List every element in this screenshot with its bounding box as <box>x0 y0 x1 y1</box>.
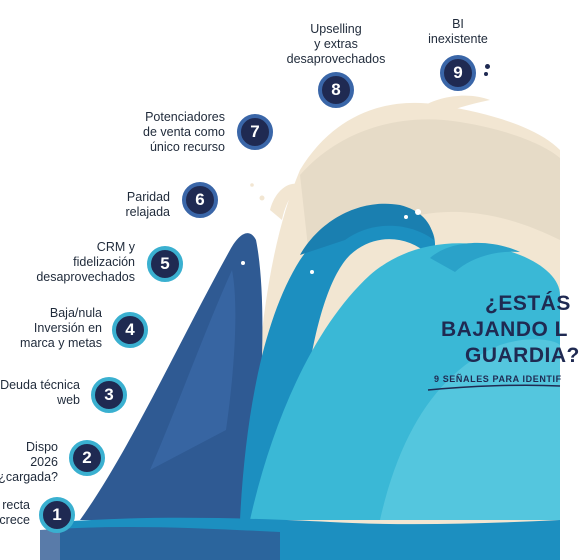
signal-2-number: 2 <box>82 448 92 467</box>
signal-6-number: 6 <box>195 190 205 209</box>
foam-splash <box>270 183 300 220</box>
signal-4-number: 4 <box>125 320 135 339</box>
foam-dot <box>241 261 245 265</box>
signal-8-label: Upselling y extras desaprovechados <box>286 22 386 66</box>
signal-1-badge: 1 <box>39 497 75 533</box>
signal-9-badge: 9 <box>440 55 476 91</box>
wave-light-curl <box>430 242 520 272</box>
signal-6-label: Paridad relajada <box>125 190 170 219</box>
signal-8-badge: 8 <box>318 72 354 108</box>
signal-3-label: Deuda técnica web <box>0 378 80 407</box>
signal-7-badge: 7 <box>237 114 273 150</box>
signal-1-number: 1 <box>52 505 62 524</box>
signal-3-number: 3 <box>104 385 114 404</box>
signal-1-label: recta crece <box>0 498 30 527</box>
signal-7-label: Potenciadores de venta como único recurs… <box>143 110 225 154</box>
signal-9-number: 9 <box>453 63 463 82</box>
title-line-1: ¿ESTÁS <box>485 292 571 315</box>
signal-2-label: Dispo 2026 ¿cargada? <box>0 440 58 484</box>
signal-3-badge: 3 <box>91 377 127 413</box>
foam-dot <box>259 195 265 201</box>
signal-7-number: 7 <box>250 122 260 141</box>
foam-dot <box>415 209 421 215</box>
foam-splash <box>420 95 490 118</box>
wave-illustration <box>40 95 561 560</box>
signal-6-badge: 6 <box>182 182 218 218</box>
wave-dark <box>80 233 263 521</box>
signal-5-number: 5 <box>160 254 170 273</box>
subtitle: 9 SEÑALES PARA IDENTIF <box>434 374 562 384</box>
infographic: 1 recta crece 2 Dispo 2026 ¿cargada? 3 D… <box>0 17 579 560</box>
signal-8-number: 8 <box>331 80 341 99</box>
wave-mid-top <box>300 203 434 255</box>
signal-4-badge: 4 <box>112 312 148 348</box>
signal-2-badge: 2 <box>69 440 105 476</box>
wave-dark-highlight <box>150 270 236 470</box>
foam-dot <box>310 270 314 274</box>
decor-dot <box>484 72 488 76</box>
title-line-3: GUARDIA? <box>465 344 580 367</box>
signal-5-badge: 5 <box>147 246 183 282</box>
decor-dot <box>485 64 490 69</box>
signal-5-label: CRM y fidelización desaprovechados <box>36 240 135 284</box>
foam-dot <box>250 183 254 187</box>
foam-dot <box>404 215 408 219</box>
water-base-dark <box>40 526 280 560</box>
title-line-2: BAJANDO L <box>441 318 569 341</box>
signal-4-label: Baja/nula Inversión en marca y metas <box>20 306 102 350</box>
signal-9-label: BI inexistente <box>428 17 488 46</box>
subtitle-underline <box>427 384 561 391</box>
